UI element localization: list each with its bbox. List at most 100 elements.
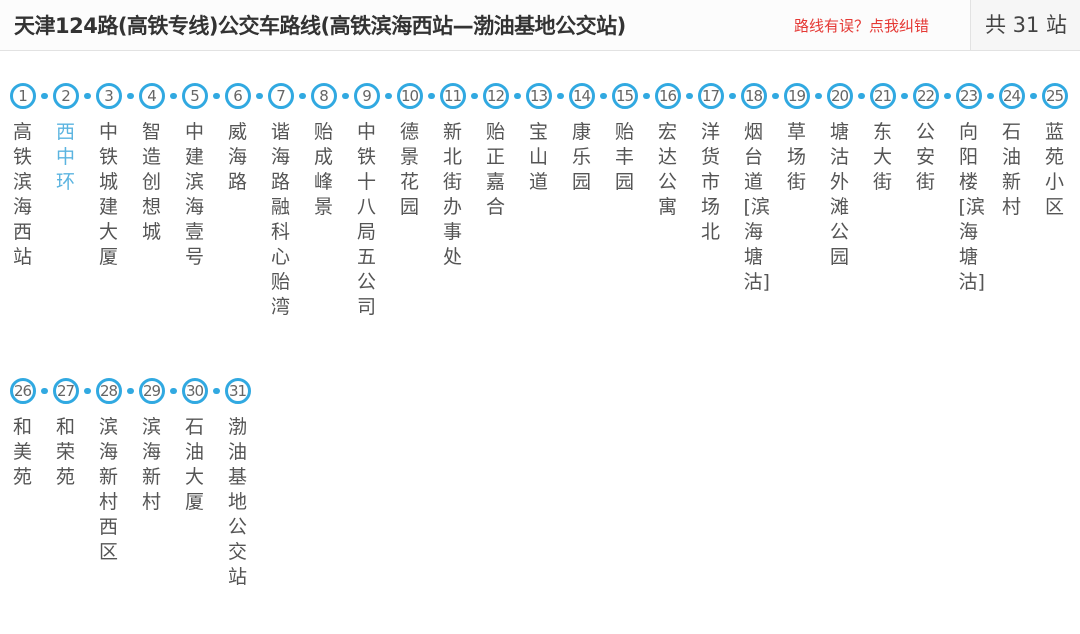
station-number-badge: 25 [1041, 83, 1068, 109]
station-item[interactable]: 27 和荣苑 [41, 378, 87, 590]
station-item[interactable]: 31 渤油基地公交站 [213, 378, 259, 590]
station-item[interactable]: 23 向阳楼[滨海塘沽] [944, 83, 990, 320]
report-error-link[interactable]: 路线有误？点我纠错 [794, 17, 930, 35]
station-number-badge: 23 [955, 83, 982, 109]
connector-dot [987, 93, 994, 99]
connector-dot [84, 388, 91, 394]
station-number-badge: 2 [52, 83, 79, 109]
station-name[interactable]: 高铁滨海西站 [12, 121, 32, 268]
connector-dot [213, 93, 220, 99]
station-number-badge: 6 [224, 83, 251, 109]
station-item[interactable]: 8 贻成峰景 [299, 83, 345, 320]
station-name[interactable]: 公安街 [915, 121, 935, 193]
connector-dot [299, 93, 306, 99]
station-number-badge: 13 [525, 83, 552, 109]
station-name[interactable]: 滨海新村西区 [98, 416, 118, 563]
station-name[interactable]: 智造创想城 [141, 121, 161, 243]
station-name[interactable]: 宏达公寓 [657, 121, 677, 218]
station-name[interactable]: 洋货市场北 [700, 121, 720, 243]
station-name[interactable]: 蓝苑小区 [1044, 121, 1064, 218]
station-item[interactable]: 19 草场街 [772, 83, 818, 320]
station-number-badge: 19 [783, 83, 810, 109]
station-item[interactable]: 13 宝山道 [514, 83, 560, 320]
station-name[interactable]: 中铁城建大厦 [98, 121, 118, 268]
connector-dot [127, 93, 134, 99]
connector-dot [729, 93, 736, 99]
station-name[interactable]: 石油大厦 [184, 416, 204, 513]
station-number-badge: 31 [224, 378, 251, 404]
station-item[interactable]: 20 塘沽外滩公园 [815, 83, 861, 320]
station-name[interactable]: 贻成峰景 [313, 121, 333, 218]
station-number-badge: 29 [138, 378, 165, 404]
station-name[interactable]: 德景花园 [399, 121, 419, 218]
station-item[interactable]: 7 谐海路融科心贻湾 [256, 83, 302, 320]
station-name[interactable]: 新北街办事处 [442, 121, 462, 268]
connector-dot [170, 388, 177, 394]
station-name[interactable]: 威海路 [227, 121, 247, 193]
station-name[interactable]: 中铁十八局五公司 [356, 121, 376, 318]
station-item[interactable]: 25 蓝苑小区 [1030, 83, 1076, 320]
station-name[interactable]: 谐海路融科心贻湾 [270, 121, 290, 318]
station-name[interactable]: 渤油基地公交站 [227, 416, 247, 588]
connector-dot [858, 93, 865, 99]
station-item[interactable]: 28 滨海新村西区 [84, 378, 130, 590]
station-item[interactable]: 9 中铁十八局五公司 [342, 83, 388, 320]
connector-dot [600, 93, 607, 99]
station-name[interactable]: 和美苑 [12, 416, 32, 488]
station-number-badge: 7 [267, 83, 294, 109]
station-number-badge: 8 [310, 83, 337, 109]
station-item[interactable]: 6 威海路 [213, 83, 259, 320]
connector-dot [170, 93, 177, 99]
connector-dot [471, 93, 478, 99]
station-name[interactable]: 康乐园 [571, 121, 591, 193]
station-item[interactable]: 29 滨海新村 [127, 378, 173, 590]
station-name[interactable]: 和荣苑 [55, 416, 75, 488]
station-number-badge: 27 [52, 378, 79, 404]
station-name[interactable]: 石油新村 [1001, 121, 1021, 218]
connector-dot [1030, 93, 1037, 99]
station-number-badge: 15 [611, 83, 638, 109]
station-name[interactable]: 滨海新村 [141, 416, 161, 513]
station-number-badge: 20 [826, 83, 853, 109]
station-name[interactable]: 宝山道 [528, 121, 548, 193]
station-item[interactable]: 2 西中环 [41, 83, 87, 320]
station-name[interactable]: 西中环 [55, 121, 75, 193]
station-item[interactable]: 17 洋货市场北 [686, 83, 732, 320]
connector-dot [342, 93, 349, 99]
station-item[interactable]: 21 东大街 [858, 83, 904, 320]
station-name[interactable]: 贻丰园 [614, 121, 634, 193]
station-item[interactable]: 15 贻丰园 [600, 83, 646, 320]
connector-dot [41, 93, 48, 99]
station-name[interactable]: 塘沽外滩公园 [829, 121, 849, 268]
route-header: 天津124路(高铁专线)公交车路线(高铁滨海西站—渤油基地公交站) 路线有误？点… [0, 0, 1080, 51]
station-number-badge: 17 [697, 83, 724, 109]
connector-dot [256, 93, 263, 99]
station-number-badge: 28 [95, 378, 122, 404]
station-name[interactable]: 贻正嘉合 [485, 121, 505, 218]
station-name[interactable]: 向阳楼[滨海塘沽] [958, 121, 985, 293]
station-name[interactable]: 东大街 [872, 121, 892, 193]
connector-dot [643, 93, 650, 99]
station-name[interactable]: 中建滨海壹号 [184, 121, 204, 268]
station-number-badge: 21 [869, 83, 896, 109]
station-name[interactable]: 烟台道[滨海塘沽] [743, 121, 770, 293]
station-number-badge: 9 [353, 83, 380, 109]
page-title: 天津124路(高铁专线)公交车路线(高铁滨海西站—渤油基地公交站) [14, 14, 626, 38]
station-name[interactable]: 草场街 [786, 121, 806, 193]
